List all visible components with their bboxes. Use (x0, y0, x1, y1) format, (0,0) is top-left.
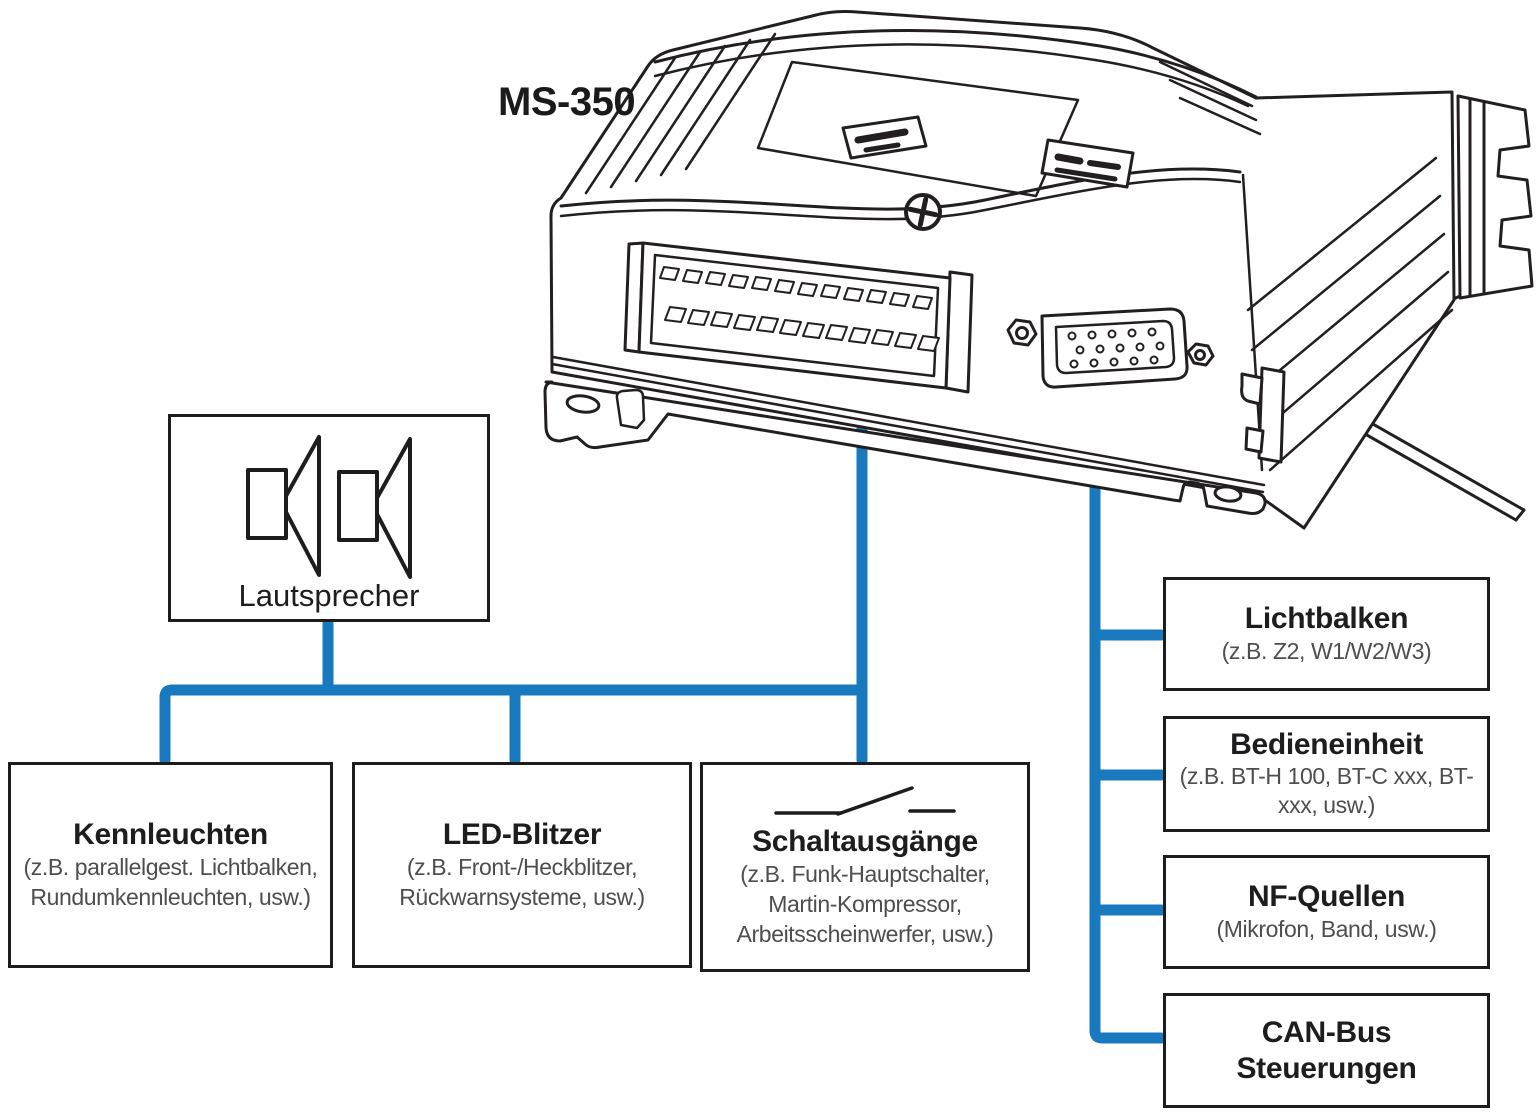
box-led-blitzer: LED-Blitzer (z.B. Front-/Heckblitzer, Rü… (352, 762, 692, 968)
device-model-label: MS-350 (498, 80, 636, 124)
ribbon-pins-row-2 (664, 306, 940, 352)
body-bottom-edges (550, 355, 1266, 494)
rear-flange-bar (1240, 366, 1286, 464)
box-kennleuchten-title: Kennleuchten (73, 818, 268, 851)
label-sticker-left (841, 115, 928, 160)
box-lichtbalken-subtitle-line: (z.B. Z2, W1/W2/W3) (1221, 638, 1432, 664)
line-bus-horizontal-left (159, 684, 868, 766)
line-db15-vertical-right (1089, 384, 1167, 1044)
label-sticker-right (1040, 138, 1135, 189)
box-lichtbalken-title: Lichtbalken (1244, 602, 1409, 635)
box-schaltausgaenge-subtitle-line: (z.B. Funk-Hauptschalter, (740, 861, 990, 887)
box-lautsprecher-title: Lautsprecher (238, 578, 420, 613)
box-led-blitzer-subtitle-line: (z.B. Front-/Heckblitzer, (406, 854, 638, 880)
box-led-blitzer-subtitle-line: Rückwarnsysteme, usw.) (399, 884, 645, 910)
box-lichtbalken: Lichtbalken (z.B. Z2, W1/W2/W3) (1163, 577, 1490, 691)
db15-hex-standoffs (1006, 318, 1215, 367)
box-schaltausgaenge-title: Schaltausgänge (752, 825, 978, 858)
speaker-icon-right (337, 437, 412, 579)
box-schaltausgaenge: Schaltausgänge (z.B. Funk-Hauptschalter,… (700, 762, 1030, 972)
box-nf-quellen: NF-Quellen (Mikrofon, Band, usw.) (1163, 855, 1490, 969)
screw-icon (904, 193, 942, 231)
db15-connector (1006, 307, 1215, 389)
box-lautsprecher: Lautsprecher (168, 414, 490, 622)
box-schaltausgaenge-subtitle-line: Martin-Kompressor, (768, 891, 962, 917)
rear-bracket (1456, 94, 1534, 300)
box-led-blitzer-title: LED-Blitzer (442, 818, 602, 851)
box-bedieneinheit: Bedieneinheit (z.B. BT-H 100, BT-C xxx, … (1163, 716, 1490, 832)
box-can-bus: CAN-Bus Steuerungen (1163, 993, 1490, 1108)
device-drawing (543, 10, 1534, 530)
box-nf-quellen-subtitle-line: (Mikrofon, Band, usw.) (1216, 916, 1437, 942)
box-nf-quellen-title: NF-Quellen (1247, 880, 1405, 913)
box-can-bus-title-line: CAN-Bus (1261, 1015, 1392, 1049)
box-bedieneinheit-subtitle-line: (z.B. BT-H 100, BT-C xxx, BT- (1179, 763, 1474, 789)
mounting-flange (543, 380, 1267, 515)
ribbon-pins-row-1 (659, 266, 933, 310)
box-kennleuchten-subtitle-line: (z.B. parallelgest. Lichtbalken, (23, 854, 318, 880)
speaker-icons (246, 435, 412, 579)
box-kennleuchten: Kennleuchten (z.B. parallelgest. Lichtba… (8, 762, 333, 968)
speaker-icon-left (246, 435, 321, 577)
cooling-fins-left (584, 32, 777, 195)
device-body (549, 10, 1456, 530)
box-kennleuchten-subtitle-line: Rundumkennleuchten, usw.) (30, 884, 311, 910)
box-can-bus-title-line: Steuerungen (1236, 1051, 1417, 1085)
switch-icon (774, 786, 956, 816)
box-bedieneinheit-subtitle-line: xxx, usw.) (1278, 792, 1375, 818)
box-bedieneinheit-title: Bedieneinheit (1230, 728, 1423, 761)
ribbon-connector (623, 241, 974, 394)
connection-lines (159, 359, 1167, 1044)
top-face-curves (559, 28, 1258, 221)
db15-pin-holes (1067, 327, 1165, 369)
box-schaltausgaenge-subtitle-line: Arbeitsscheinwerfer, usw.) (736, 921, 994, 947)
